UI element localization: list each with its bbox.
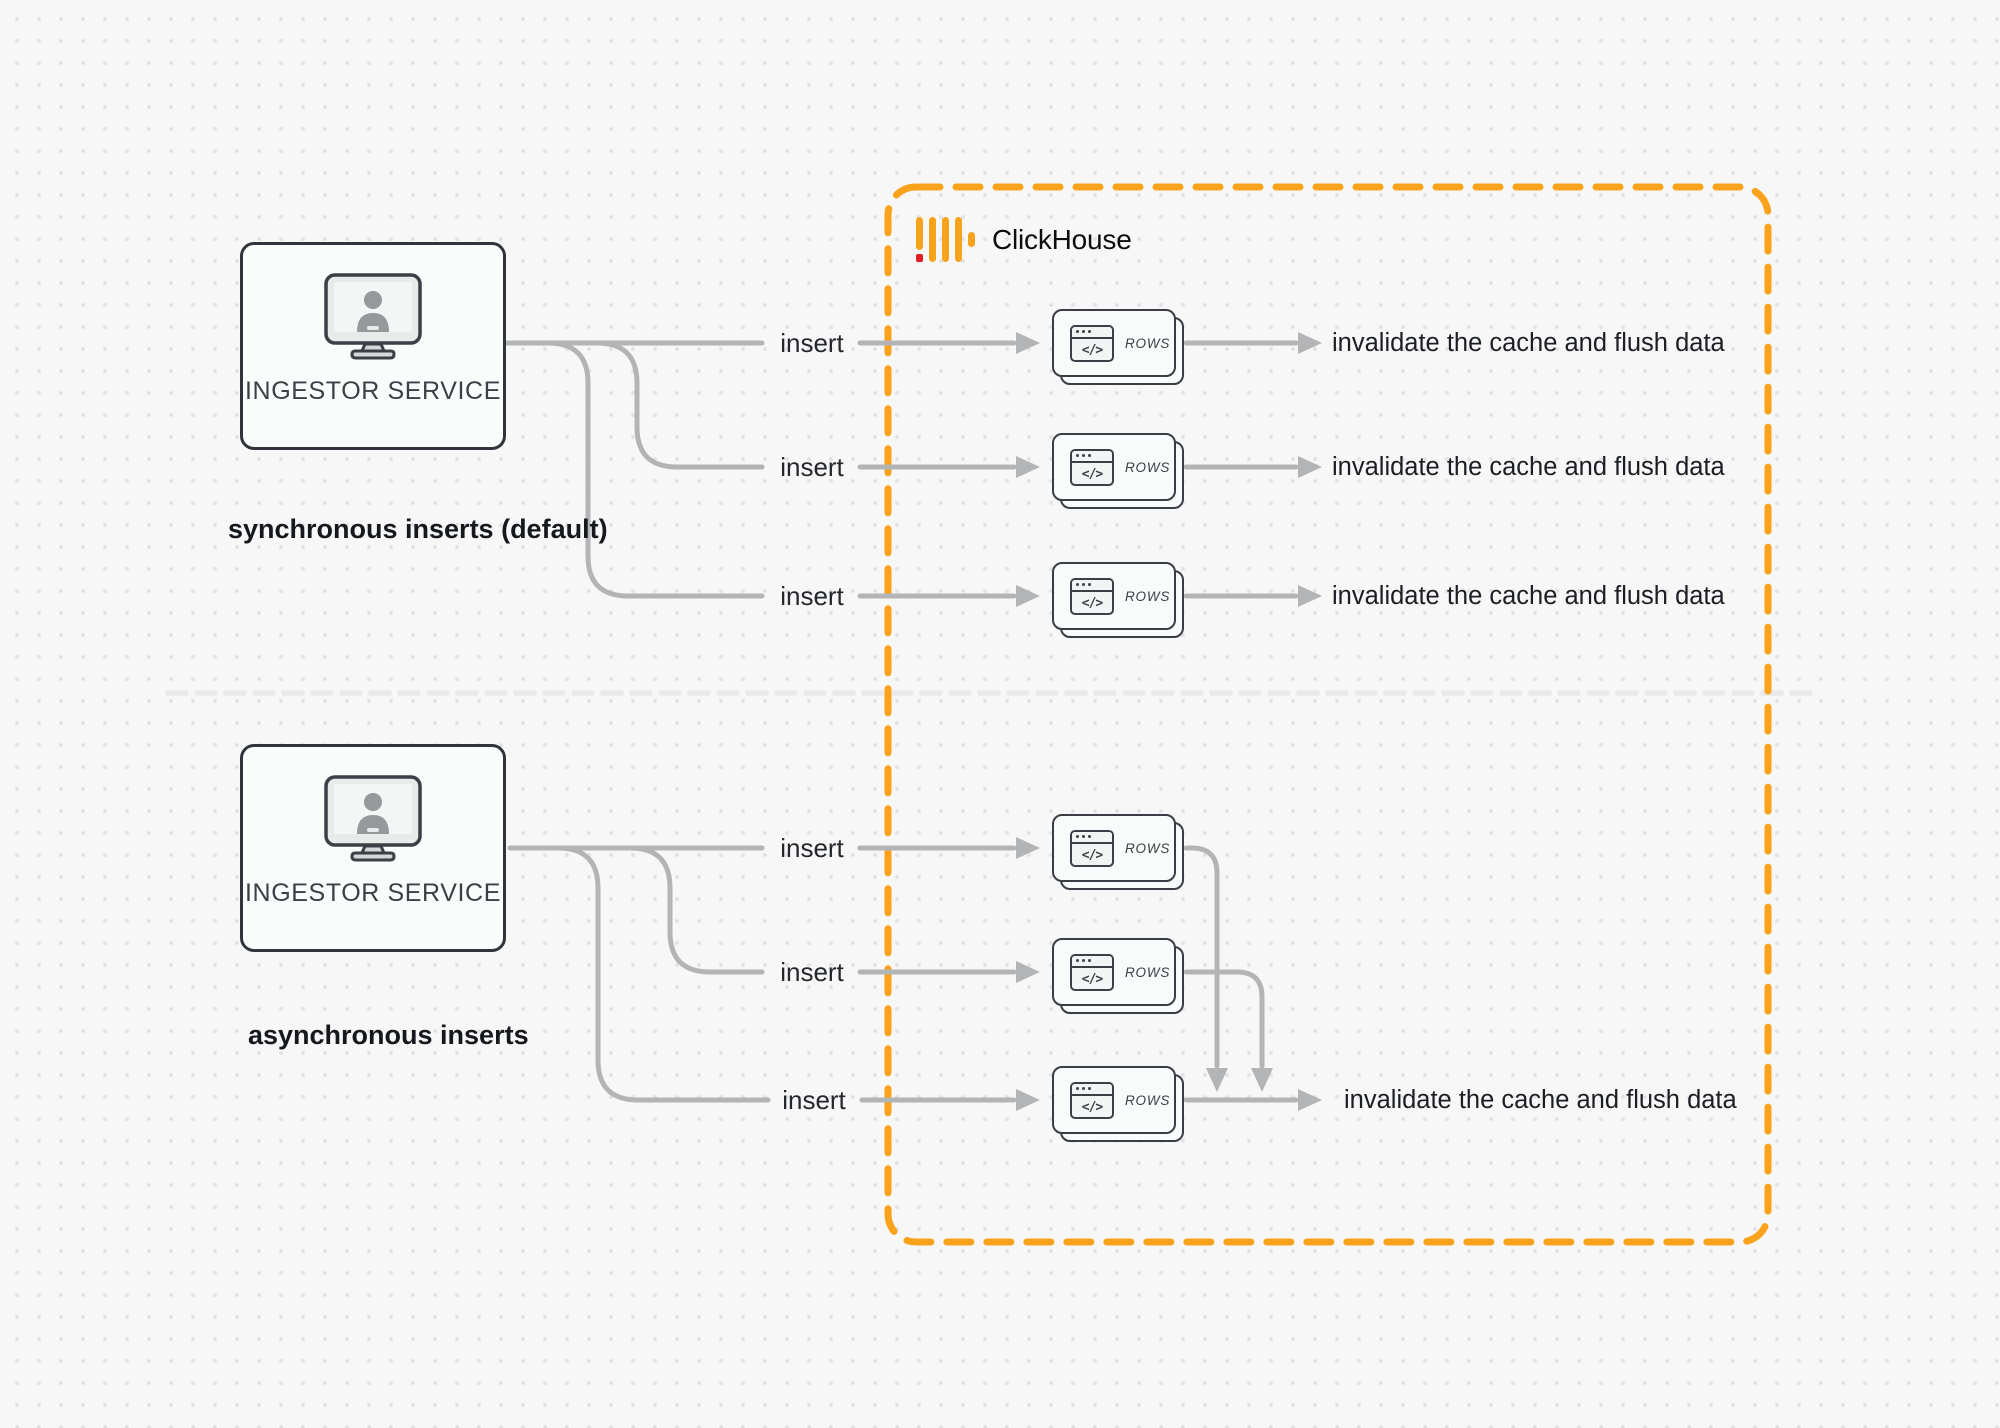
insert-label: insert <box>780 957 844 987</box>
insert-label: insert <box>780 833 844 863</box>
service-name: INGESTOR SERVICE <box>245 377 501 405</box>
code-window-icon: </> <box>1070 1081 1114 1119</box>
service-name: INGESTOR SERVICE <box>245 879 501 907</box>
code-window-icon: </> <box>1070 577 1114 615</box>
insert-label: insert <box>780 452 844 482</box>
insert-label: insert <box>780 328 844 358</box>
ingestor-service-box-sync: INGESTOR SERVICE <box>240 242 506 450</box>
user-monitor-icon <box>324 775 422 862</box>
rows-card-label: ROWS <box>1125 588 1171 604</box>
result-label: invalidate the cache and flush data <box>1332 453 1725 481</box>
async-section-label: asynchronous inserts <box>248 1020 529 1050</box>
result-label: invalidate the cache and flush data <box>1344 1086 1737 1114</box>
clickhouse-name: ClickHouse <box>992 223 1132 255</box>
clickhouse-logo <box>916 217 975 262</box>
code-window-icon: </> <box>1070 829 1114 867</box>
user-monitor-icon <box>324 273 422 360</box>
code-window-icon: </> <box>1070 953 1114 991</box>
result-label: invalidate the cache and flush data <box>1332 582 1725 610</box>
rows-card-label: ROWS <box>1125 335 1171 351</box>
insert-label: insert <box>782 1085 846 1115</box>
clickhouse-header: ClickHouse <box>916 216 1132 263</box>
sync-section-label: synchronous inserts (default) <box>228 514 608 544</box>
insert-label: insert <box>780 581 844 611</box>
rows-card: </> ROWS <box>1052 562 1184 638</box>
rows-card: </> ROWS <box>1052 938 1184 1014</box>
rows-card-label: ROWS <box>1125 840 1171 856</box>
ingestor-service-box-async: INGESTOR SERVICE <box>240 744 506 952</box>
rows-card-label: ROWS <box>1125 1092 1171 1108</box>
rows-card: </> ROWS <box>1052 1066 1184 1142</box>
code-window-icon: </> <box>1070 448 1114 486</box>
code-window-icon: </> <box>1070 324 1114 362</box>
rows-card: </> ROWS <box>1052 309 1184 385</box>
rows-card-label: ROWS <box>1125 459 1171 475</box>
rows-card-label: ROWS <box>1125 964 1171 980</box>
rows-card: </> ROWS <box>1052 814 1184 890</box>
rows-card: </> ROWS <box>1052 433 1184 509</box>
result-label: invalidate the cache and flush data <box>1332 329 1725 357</box>
